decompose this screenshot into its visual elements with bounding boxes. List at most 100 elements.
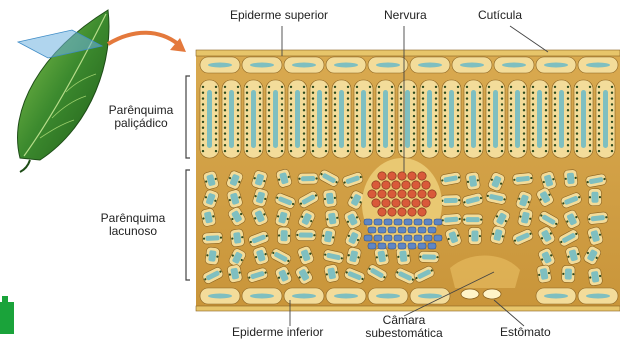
spongy-cell (588, 189, 601, 206)
phloem-cell (368, 243, 376, 249)
xylem-cell (388, 190, 396, 198)
xylem-cell (398, 208, 406, 216)
spongy-cell (323, 189, 338, 207)
phloem-cell (408, 243, 416, 249)
xylem-cell (392, 199, 400, 207)
xylem-cell (388, 208, 396, 216)
xylem-cell (412, 181, 420, 189)
spongy-cell (441, 213, 462, 226)
xylem-cell (418, 190, 426, 198)
spongy-cell (463, 214, 483, 225)
phloem-cell (398, 227, 406, 233)
label-lower-epidermis: Epiderme inferior (232, 326, 323, 339)
xylem-cell (398, 190, 406, 198)
phloem-cell (398, 243, 406, 249)
spongy-cell (587, 212, 608, 225)
xylem-cell (402, 199, 410, 207)
xylem-cell (422, 181, 430, 189)
label-palisade: Parênquima paliçádico (98, 104, 184, 130)
palisade-parenchyma-cells (200, 80, 615, 158)
arrow-icon (108, 33, 186, 52)
phloem-cell (394, 235, 402, 241)
spongy-bracket (186, 170, 190, 280)
phloem-cell (374, 235, 382, 241)
spongy-cell (562, 265, 576, 282)
vein-bundle (362, 158, 442, 250)
xylem-cell (422, 199, 430, 207)
label-cuticle: Cutícula (478, 9, 522, 22)
label-stoma: Estômato (500, 326, 551, 339)
xylem-cell (398, 172, 406, 180)
phloem-cell (404, 235, 412, 241)
spongy-cell (296, 229, 316, 240)
leaf-tissue-block (196, 50, 620, 311)
xylem-cell (402, 181, 410, 189)
phloem-cell (418, 243, 426, 249)
spongy-cell (202, 232, 223, 244)
xylem-cell (412, 199, 420, 207)
corner-badge (0, 302, 14, 334)
xylem-cell (408, 172, 416, 180)
xylem-cell (418, 208, 426, 216)
phloem-cell (378, 243, 386, 249)
xylem-cell (368, 190, 376, 198)
phloem-cell (434, 219, 442, 225)
xylem-cell (378, 172, 386, 180)
xylem-cell (372, 199, 380, 207)
xylem-cell (408, 190, 416, 198)
label-vein: Nervura (384, 9, 427, 22)
spongy-cell (468, 227, 481, 244)
phloem-cell (434, 235, 442, 241)
phloem-cell (388, 243, 396, 249)
phloem-cell (384, 235, 392, 241)
xylem-cell (372, 181, 380, 189)
xylem-cell (418, 172, 426, 180)
phloem-cell (428, 243, 436, 249)
spongy-cell (512, 172, 533, 185)
spongy-cell (277, 227, 290, 244)
phloem-cell (414, 235, 422, 241)
phloem-cell (374, 219, 382, 225)
label-substomatal-chamber: Câmara subestomática (358, 314, 450, 340)
spongy-cell (563, 169, 578, 187)
xylem-cell (378, 190, 386, 198)
xylem-cell (378, 208, 386, 216)
label-upper-epidermis: Epiderme superior (230, 9, 328, 22)
phloem-cell (408, 227, 416, 233)
phloem-cell (384, 219, 392, 225)
phloem-cell (428, 227, 436, 233)
spongy-cell (419, 251, 439, 263)
phloem-cell (388, 227, 396, 233)
phloem-cell (364, 235, 372, 241)
xylem-cell (408, 208, 416, 216)
spongy-cell (465, 172, 480, 191)
xylem-cell (382, 199, 390, 207)
phloem-cell (368, 227, 376, 233)
spongy-cell (205, 247, 220, 266)
label-palisade-line2: paliçádico (98, 117, 184, 130)
palisade-bracket (186, 76, 190, 158)
phloem-cell (404, 219, 412, 225)
phloem-cell (424, 219, 432, 225)
phloem-cell (378, 227, 386, 233)
xylem-cell (382, 181, 390, 189)
spongy-cell (374, 247, 390, 266)
xylem-cell (388, 172, 396, 180)
phloem-cell (364, 219, 372, 225)
phloem-cell (394, 219, 402, 225)
label-spongy: Parênquima lacunoso (90, 212, 176, 238)
spongy-cell (441, 195, 461, 207)
label-spongy-line2: lacunoso (90, 225, 176, 238)
xylem-cell (428, 190, 436, 198)
phloem-cell (414, 219, 422, 225)
phloem-cell (424, 235, 432, 241)
xylem-cell (392, 181, 400, 189)
spongy-cell (298, 173, 318, 184)
spongy-cell (587, 267, 602, 286)
spongy-cell (320, 227, 336, 246)
label-chamber-line2: subestomática (358, 327, 450, 340)
spongy-cell (325, 209, 340, 228)
spongy-cell (230, 229, 245, 248)
phloem-cell (418, 227, 426, 233)
